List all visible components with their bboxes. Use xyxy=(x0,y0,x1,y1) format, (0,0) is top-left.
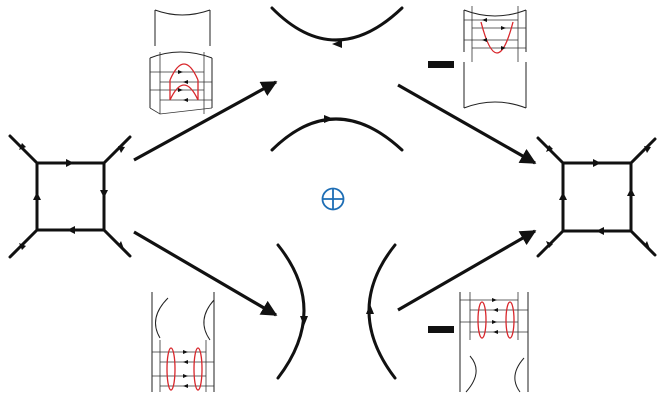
arrow-left-to-top xyxy=(133,80,278,162)
minus-sign-top xyxy=(428,61,454,68)
map-arrows xyxy=(133,80,537,317)
foam-top-right xyxy=(463,6,527,109)
foam-top-left xyxy=(149,9,213,115)
right-square-web xyxy=(536,136,657,258)
middle-bottom-resolution xyxy=(276,243,397,380)
direct-sum-icon xyxy=(321,187,345,211)
middle-top-resolution xyxy=(270,6,404,152)
minus-sign-bottom xyxy=(428,326,454,333)
left-square-web xyxy=(8,134,132,259)
foam-bottom-right xyxy=(459,292,529,393)
arrow-bottom-to-right xyxy=(397,229,537,312)
arrow-top-to-right xyxy=(397,83,537,165)
arrow-left-to-bottom xyxy=(133,230,278,317)
foam-bottom-left xyxy=(151,292,215,392)
